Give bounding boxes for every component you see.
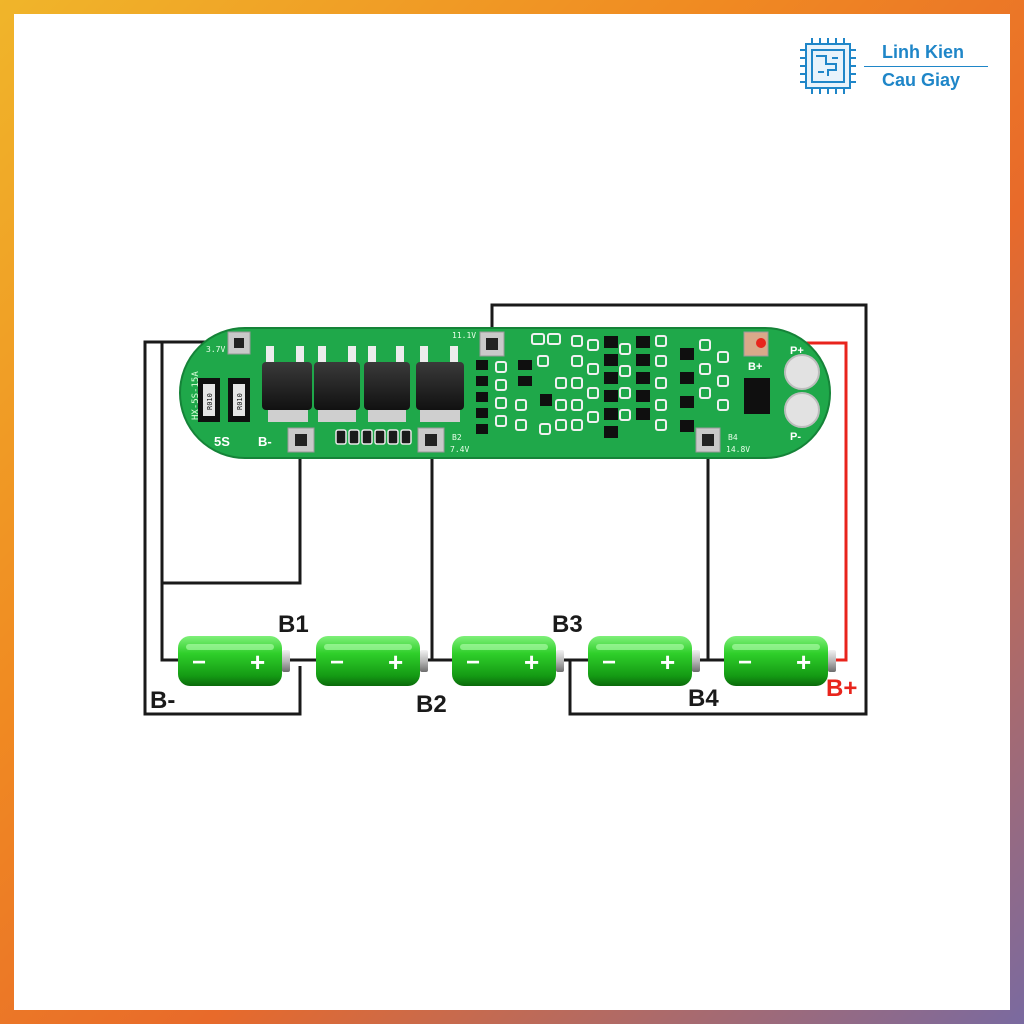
resistor-marking-2: R010 — [236, 393, 244, 410]
bms-board: HX-5S-15A 3.7V R010 R010 — [179, 327, 831, 459]
cell-positive-sign: + — [796, 647, 811, 677]
battery-cell-5: − + — [724, 636, 836, 686]
battery-cell-1: − + — [178, 636, 290, 686]
control-components — [476, 333, 770, 438]
chip-icon — [800, 38, 856, 94]
wire-b-minus-lead — [143, 340, 302, 716]
cell-positive-sign: + — [388, 647, 403, 677]
board-label-b2: B2 — [452, 433, 462, 442]
brand-divider — [864, 66, 988, 67]
label-b4: B4 — [688, 685, 719, 712]
voltage-label-b2: 7.4V — [450, 445, 469, 454]
battery-cell-4: − + — [588, 636, 700, 686]
brand-logo: Linh Kien Cau Giay — [798, 34, 998, 104]
board-label-b4: B4 — [728, 433, 738, 442]
content-frame — [14, 14, 1010, 1010]
voltage-label-b3: 11.1V — [452, 331, 476, 340]
label-b-minus: B- — [150, 687, 175, 714]
pad-b-plus — [743, 331, 769, 357]
label-b-plus: B+ — [826, 675, 857, 702]
board-label-p-plus: P+ — [790, 345, 804, 357]
board-model-text: HX-5S-15A — [191, 371, 201, 420]
wire-b3-tap — [490, 303, 868, 716]
cell-negative-sign: − — [738, 649, 752, 676]
voltage-label-b4: 14.8V — [726, 445, 750, 454]
wire-b1-tap — [160, 440, 302, 660]
board-label-p-minus: P- — [790, 431, 801, 443]
label-b3: B3 — [552, 611, 583, 638]
pcb-body — [179, 327, 831, 459]
label-b1: B1 — [278, 611, 309, 638]
mosfet — [314, 346, 360, 422]
cell-negative-sign: − — [330, 649, 344, 676]
brand-name-line1: Linh Kien — [882, 42, 964, 62]
pad-b2 — [417, 427, 445, 453]
battery-cell-2: − + — [316, 636, 428, 686]
brand-name-line2: Cau Giay — [882, 70, 961, 90]
cell-negative-sign: − — [602, 649, 616, 676]
voltage-label-b1: 3.7V — [206, 345, 225, 354]
battery-pack: − + − + − + − + − + — [178, 636, 836, 686]
balance-wires — [143, 303, 868, 716]
cell-positive-sign: + — [524, 647, 539, 677]
pad-p-plus — [784, 354, 820, 390]
label-b2: B2 — [416, 691, 447, 718]
mosfet — [262, 346, 312, 422]
cell-positive-sign: + — [250, 647, 265, 677]
resistor-marking-1: R010 — [206, 393, 214, 410]
node-labels: B- B1 B2 B3 B4 B+ — [150, 611, 857, 718]
pad-b3 — [479, 331, 505, 357]
cell-negative-sign: − — [466, 649, 480, 676]
shunt-resistors: R010 R010 — [198, 378, 250, 422]
wire-b-minus-cell — [160, 342, 178, 662]
board-cell-count: 5S — [214, 434, 230, 449]
mosfets — [262, 346, 464, 422]
cell-negative-sign: − — [192, 649, 206, 676]
board-label-b-minus: B- — [258, 434, 272, 449]
smd-resistor-row — [335, 429, 412, 445]
board-label-b-plus: B+ — [748, 361, 762, 373]
solder-pads — [227, 331, 769, 453]
mosfet — [364, 346, 410, 422]
pad-p-minus — [784, 392, 820, 428]
battery-cell-3: − + — [452, 636, 564, 686]
mosfet — [416, 346, 464, 422]
cell-positive-sign: + — [660, 647, 675, 677]
